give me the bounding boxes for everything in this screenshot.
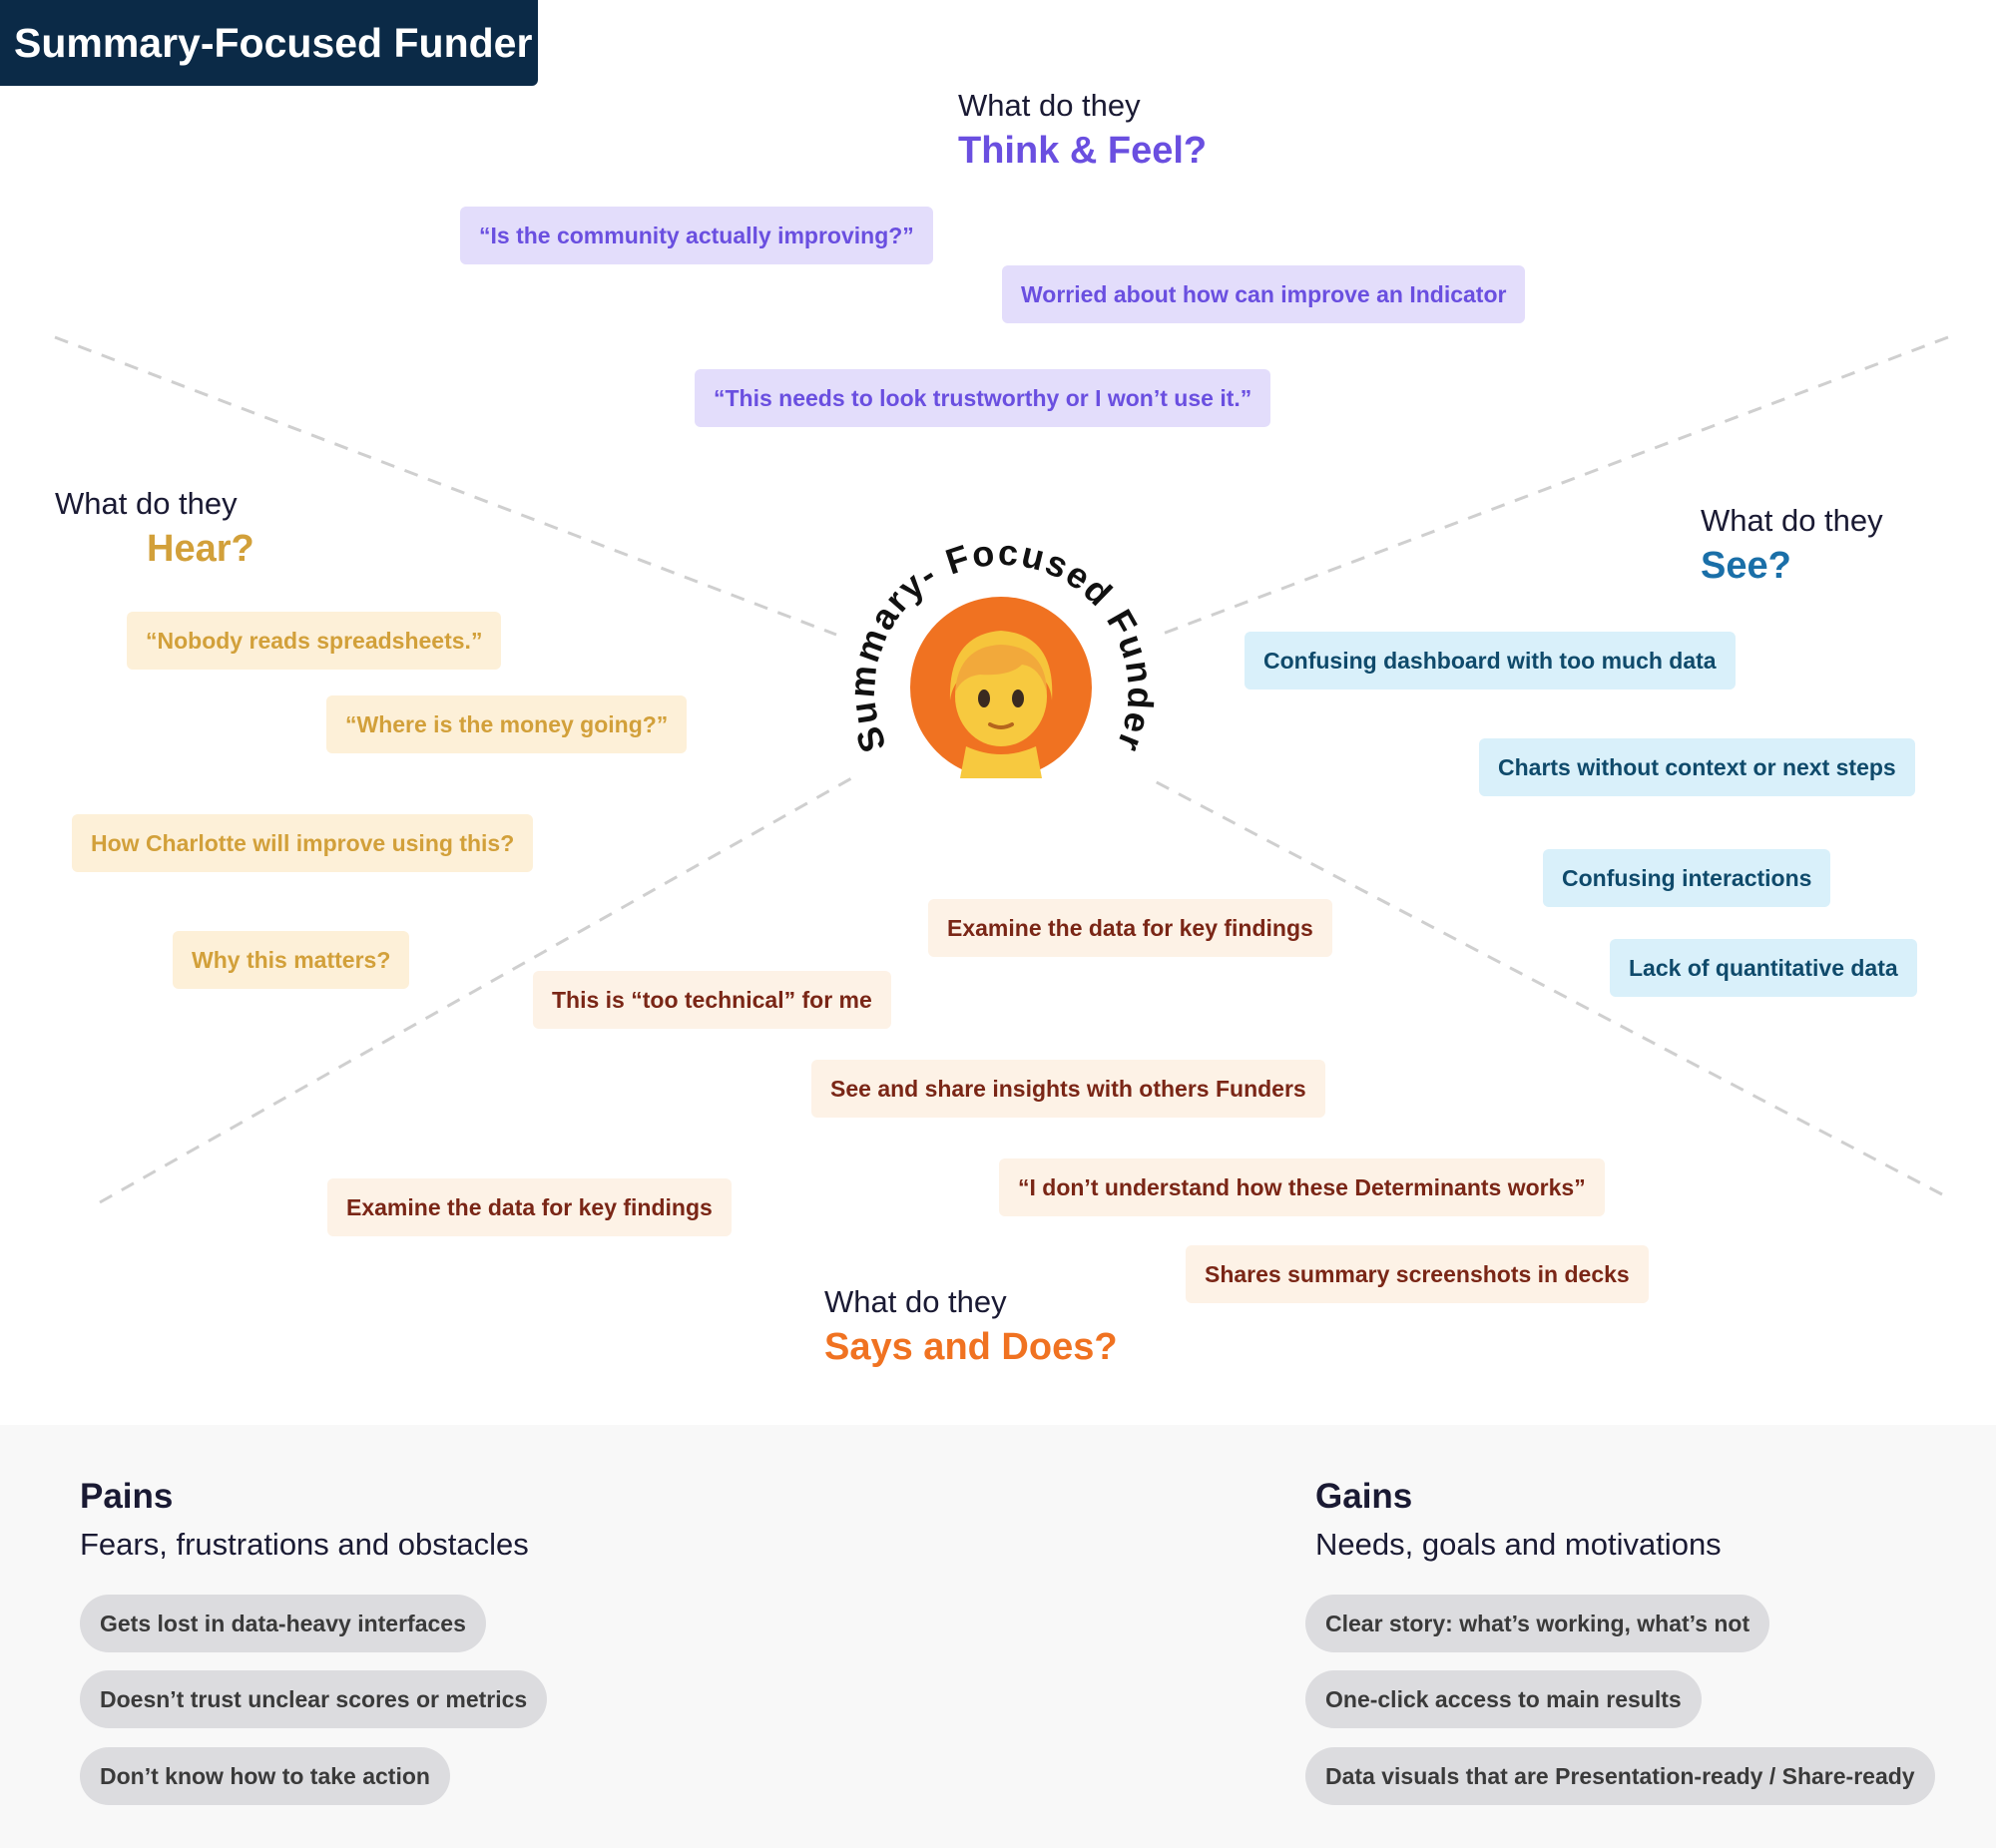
hear-note: How Charlotte will improve using this? <box>72 814 534 872</box>
center-label: Summary- Focused Funder <box>841 532 1160 759</box>
pains-subtitle: Fears, frustrations and obstacles <box>80 1527 529 1562</box>
says-does-title: Says and Does? <box>824 1326 1118 1368</box>
says-note: Examine the data for key findings <box>327 1178 732 1236</box>
hear-title: Hear? <box>147 528 254 570</box>
think-feel-heading: What do they Think & Feel? <box>958 86 1207 176</box>
see-title: See? <box>1701 545 1791 587</box>
page-title: Summary-Focused Funder <box>0 0 538 86</box>
hear-note: “Nobody reads spreadsheets.” <box>127 612 502 670</box>
pain-item: Don’t know how to take action <box>80 1747 450 1805</box>
think-feel-pre: What do they <box>958 88 1141 123</box>
person-emoji-icon <box>949 631 1053 778</box>
hear-pre: What do they <box>55 486 238 521</box>
says-note: See and share insights with others Funde… <box>811 1060 1325 1118</box>
quadrant-divider-lines <box>54 335 1949 1204</box>
gains-subtitle: Needs, goals and motivations <box>1315 1527 1722 1562</box>
says-note: Examine the data for key findings <box>928 899 1332 957</box>
think-note: Worried about how can improve an Indicat… <box>1002 265 1526 323</box>
hear-heading: What do they Hear? <box>55 484 254 574</box>
think-feel-title: Think & Feel? <box>958 130 1208 172</box>
hear-note: “Where is the money going?” <box>326 695 688 753</box>
see-note: Confusing interactions <box>1543 849 1831 907</box>
gains-title: Gains <box>1315 1477 1413 1516</box>
think-note: “This needs to look trustworthy or I won… <box>695 369 1271 427</box>
gain-item: One-click access to main results <box>1305 1670 1702 1728</box>
think-note: “Is the community actually improving?” <box>460 207 933 264</box>
see-heading: What do they See? <box>1701 501 1883 591</box>
svg-text:Summary- Focused Funder: Summary- Focused Funder <box>841 532 1162 759</box>
gain-item: Clear story: what’s working, what’s not <box>1305 1595 1770 1652</box>
hear-note: Why this matters? <box>173 931 410 989</box>
pains-title: Pains <box>80 1477 174 1516</box>
see-note: Charts without context or next steps <box>1479 738 1915 796</box>
says-does-heading: What do they Says and Does? <box>824 1282 1118 1372</box>
says-note: “I don’t understand how these Determinan… <box>999 1158 1605 1216</box>
says-note: This is “too technical” for me <box>533 971 891 1029</box>
says-note: Shares summary screenshots in decks <box>1186 1245 1649 1303</box>
pain-item: Doesn’t trust unclear scores or metrics <box>80 1670 548 1728</box>
see-note: Lack of quantitative data <box>1610 939 1917 997</box>
gain-item: Data visuals that are Presentation-ready… <box>1305 1747 1935 1805</box>
see-note: Confusing dashboard with too much data <box>1245 632 1736 690</box>
center-arc-label: Summary- Focused Funder <box>841 532 1162 759</box>
see-pre: What do they <box>1701 503 1883 538</box>
persona-avatar <box>910 597 1092 778</box>
says-does-pre: What do they <box>824 1284 1007 1319</box>
pain-item: Gets lost in data-heavy interfaces <box>80 1595 486 1652</box>
